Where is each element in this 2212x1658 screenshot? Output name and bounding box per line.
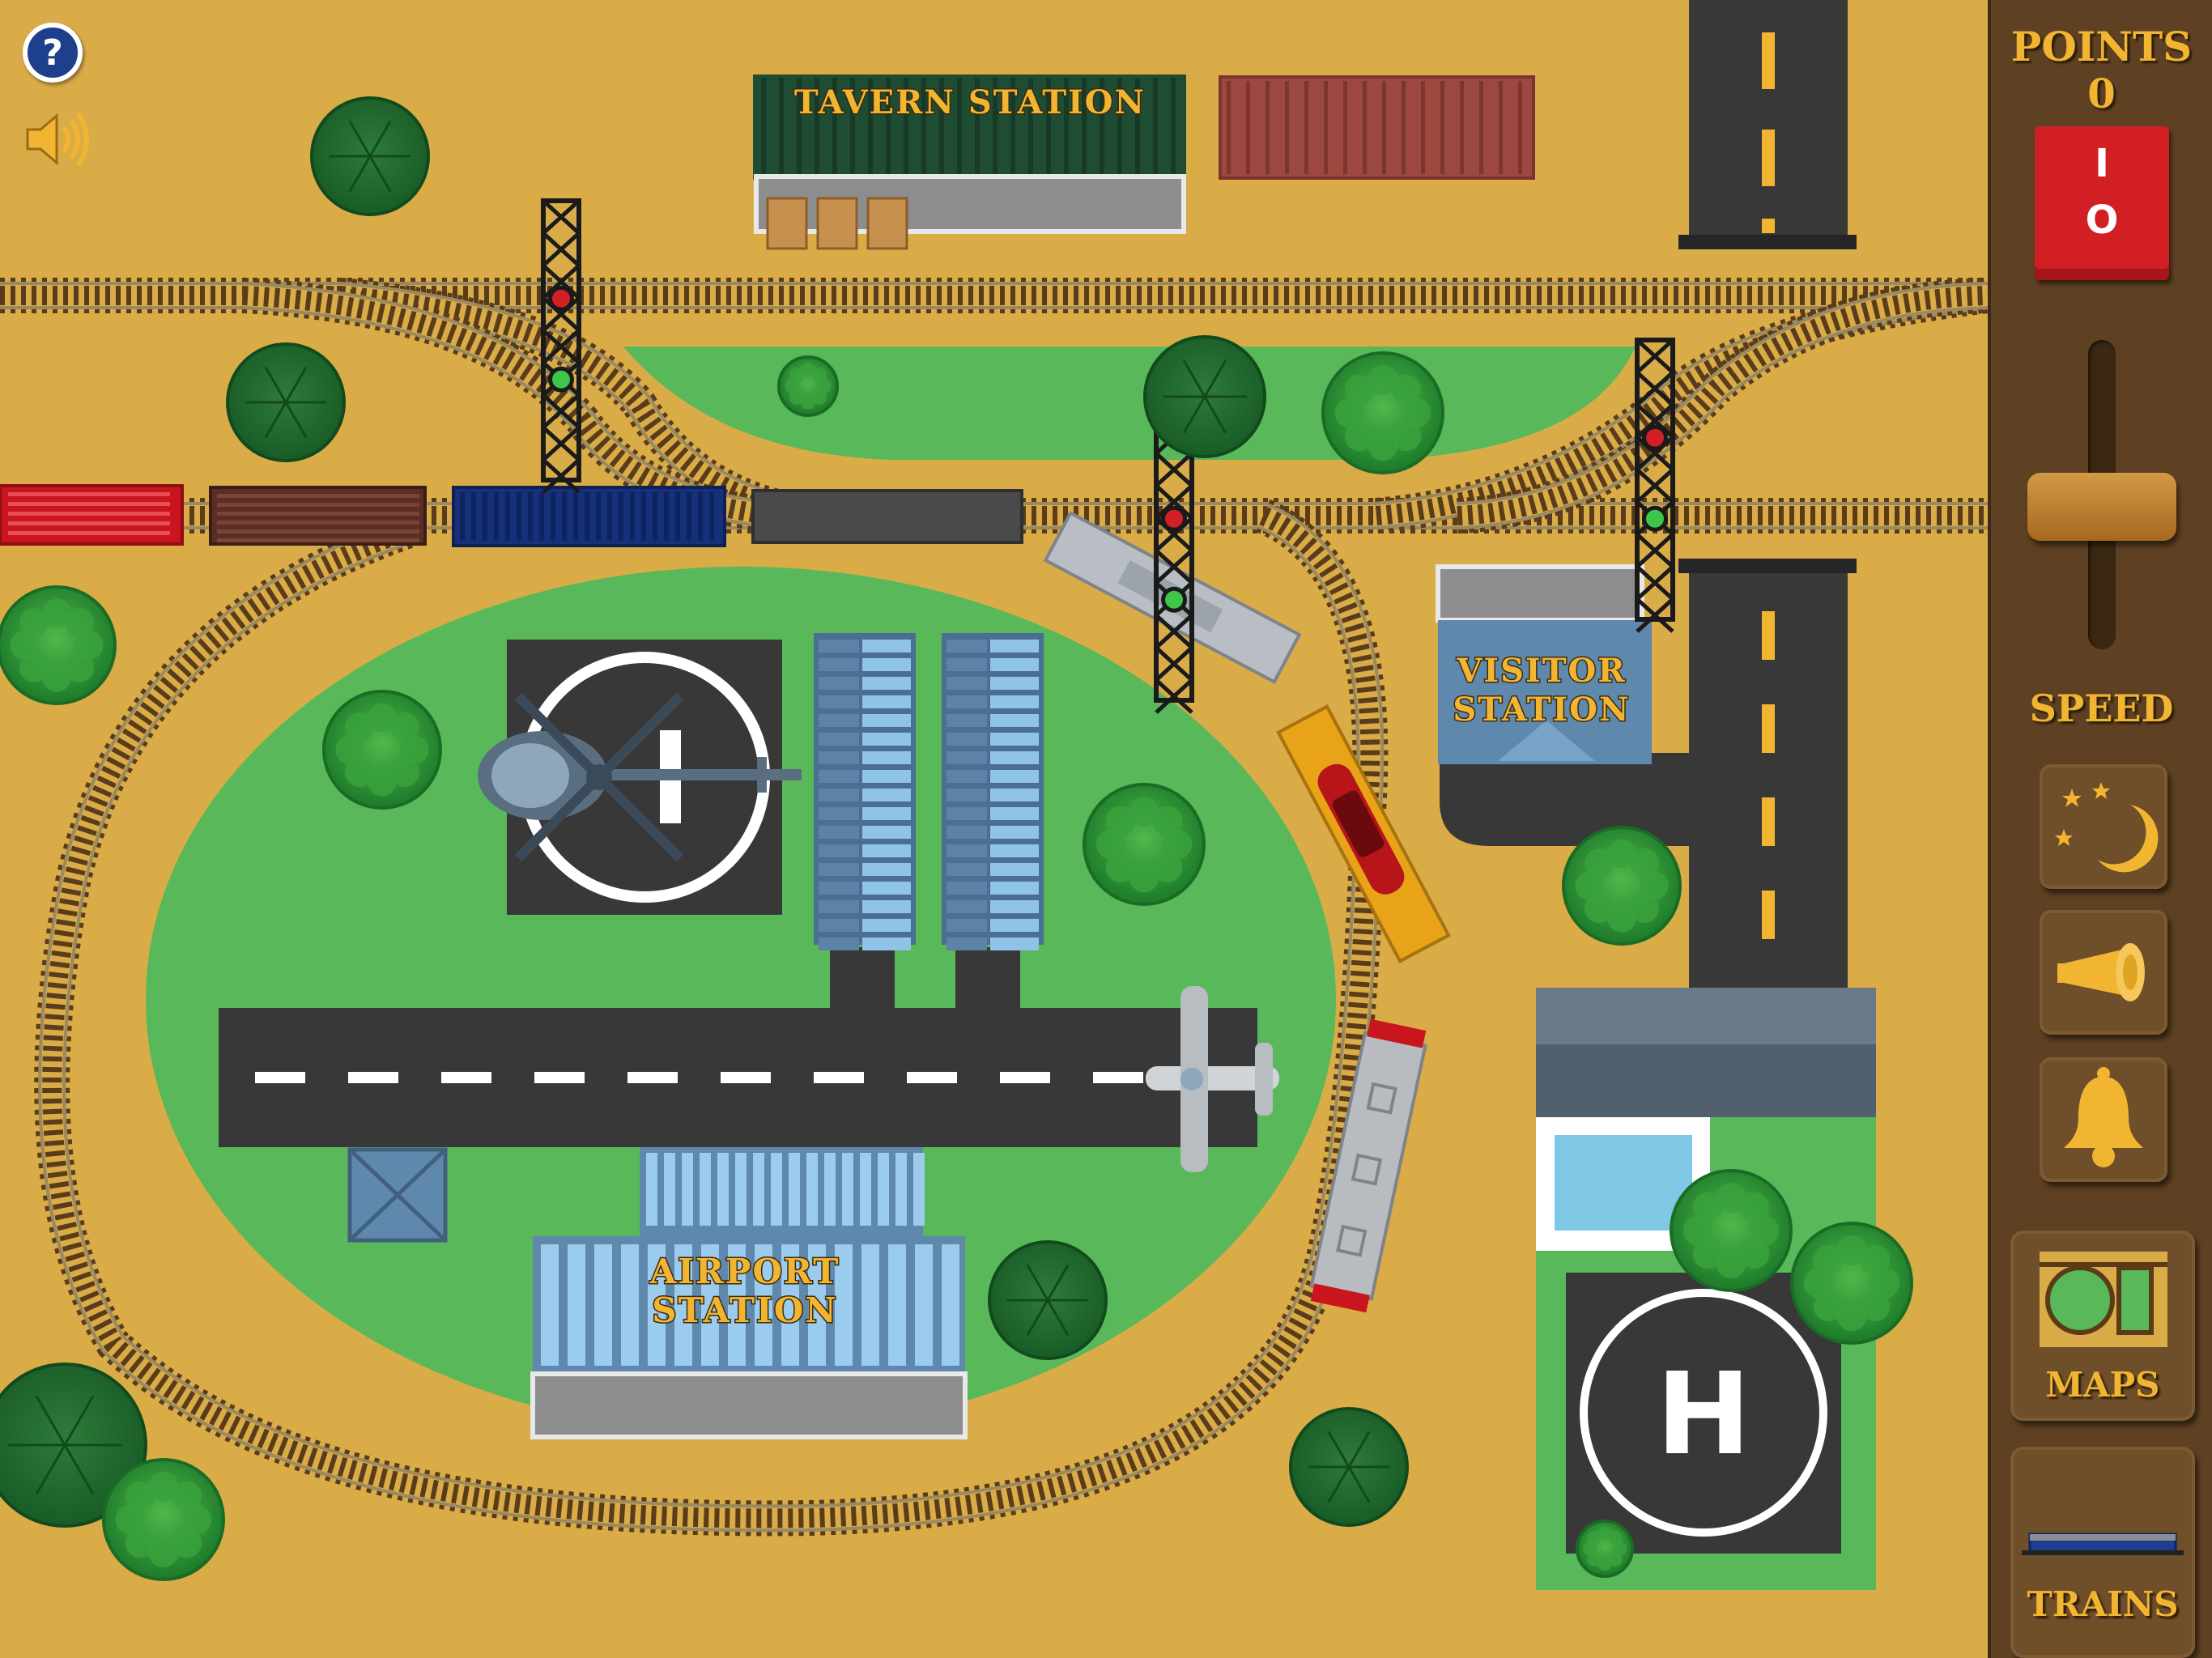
horn-button[interactable] (2040, 910, 2167, 1035)
road-north-lines (1762, 32, 1775, 233)
visitor-station-label: VISITOR (1456, 652, 1626, 690)
points-label: POINTS (2010, 23, 2193, 70)
tavern-station-building (753, 74, 1186, 250)
maps-label: MAPS (2045, 1365, 2160, 1405)
helipad-letter: H (1656, 1349, 1750, 1481)
airport-station-building (530, 1147, 968, 1439)
hangar-right (942, 633, 1044, 950)
locomotive[interactable] (1308, 1018, 1428, 1313)
hangar-left (814, 633, 916, 950)
tavern-station-label: TAVERN STATION (794, 83, 1146, 121)
train-icon (2022, 1533, 2184, 1555)
trains-button[interactable]: TRAINS (2010, 1447, 2195, 1658)
help-icon: ? (42, 32, 63, 74)
control-sidebar: POINTS 0 I O SPEED (1988, 0, 2212, 1658)
cargo-shed (347, 1147, 448, 1243)
road-east (1440, 563, 1848, 989)
power-off-mark: O (2085, 198, 2119, 243)
horn-icon (2057, 943, 2145, 1001)
bell-button[interactable] (2040, 1057, 2167, 1182)
trains-label: TRAINS (2027, 1584, 2179, 1624)
freight-train[interactable] (0, 484, 1023, 547)
visitor-station-label-2: STATION (1453, 691, 1630, 729)
railway-map: AIRPORT STATION TAVERN STATION VISITOR S… (0, 0, 1988, 1590)
help-button[interactable]: ? (23, 23, 83, 83)
resort-helipad (1566, 1273, 1841, 1554)
points-value: 0 (2087, 70, 2116, 117)
map-thumbnail-icon (2040, 1252, 2167, 1347)
bell-icon (2064, 1067, 2143, 1167)
airport-station-label: AIRPORT (649, 1252, 840, 1291)
visitor-station-building (1436, 564, 1652, 764)
speed-label: SPEED (2029, 687, 2174, 730)
airport-station-label-2: STATION (652, 1290, 837, 1330)
power-switch[interactable]: I O (2035, 126, 2169, 280)
night-mode-button[interactable] (2040, 764, 2167, 889)
car-carrier-wagon[interactable] (1276, 704, 1451, 963)
resort-building (1536, 988, 1876, 1251)
maps-button[interactable]: MAPS (2010, 1231, 2195, 1421)
sound-button[interactable] (23, 109, 91, 169)
speed-slider-thumb[interactable] (2027, 472, 2176, 541)
red-warehouse (1219, 75, 1535, 180)
power-on-mark: I (2095, 141, 2109, 186)
speaker-icon (26, 113, 89, 166)
airplane[interactable] (1146, 986, 1279, 1172)
helicopter[interactable] (478, 692, 802, 862)
moon-stars-icon (2055, 782, 2159, 873)
upper-grass (623, 346, 1636, 460)
